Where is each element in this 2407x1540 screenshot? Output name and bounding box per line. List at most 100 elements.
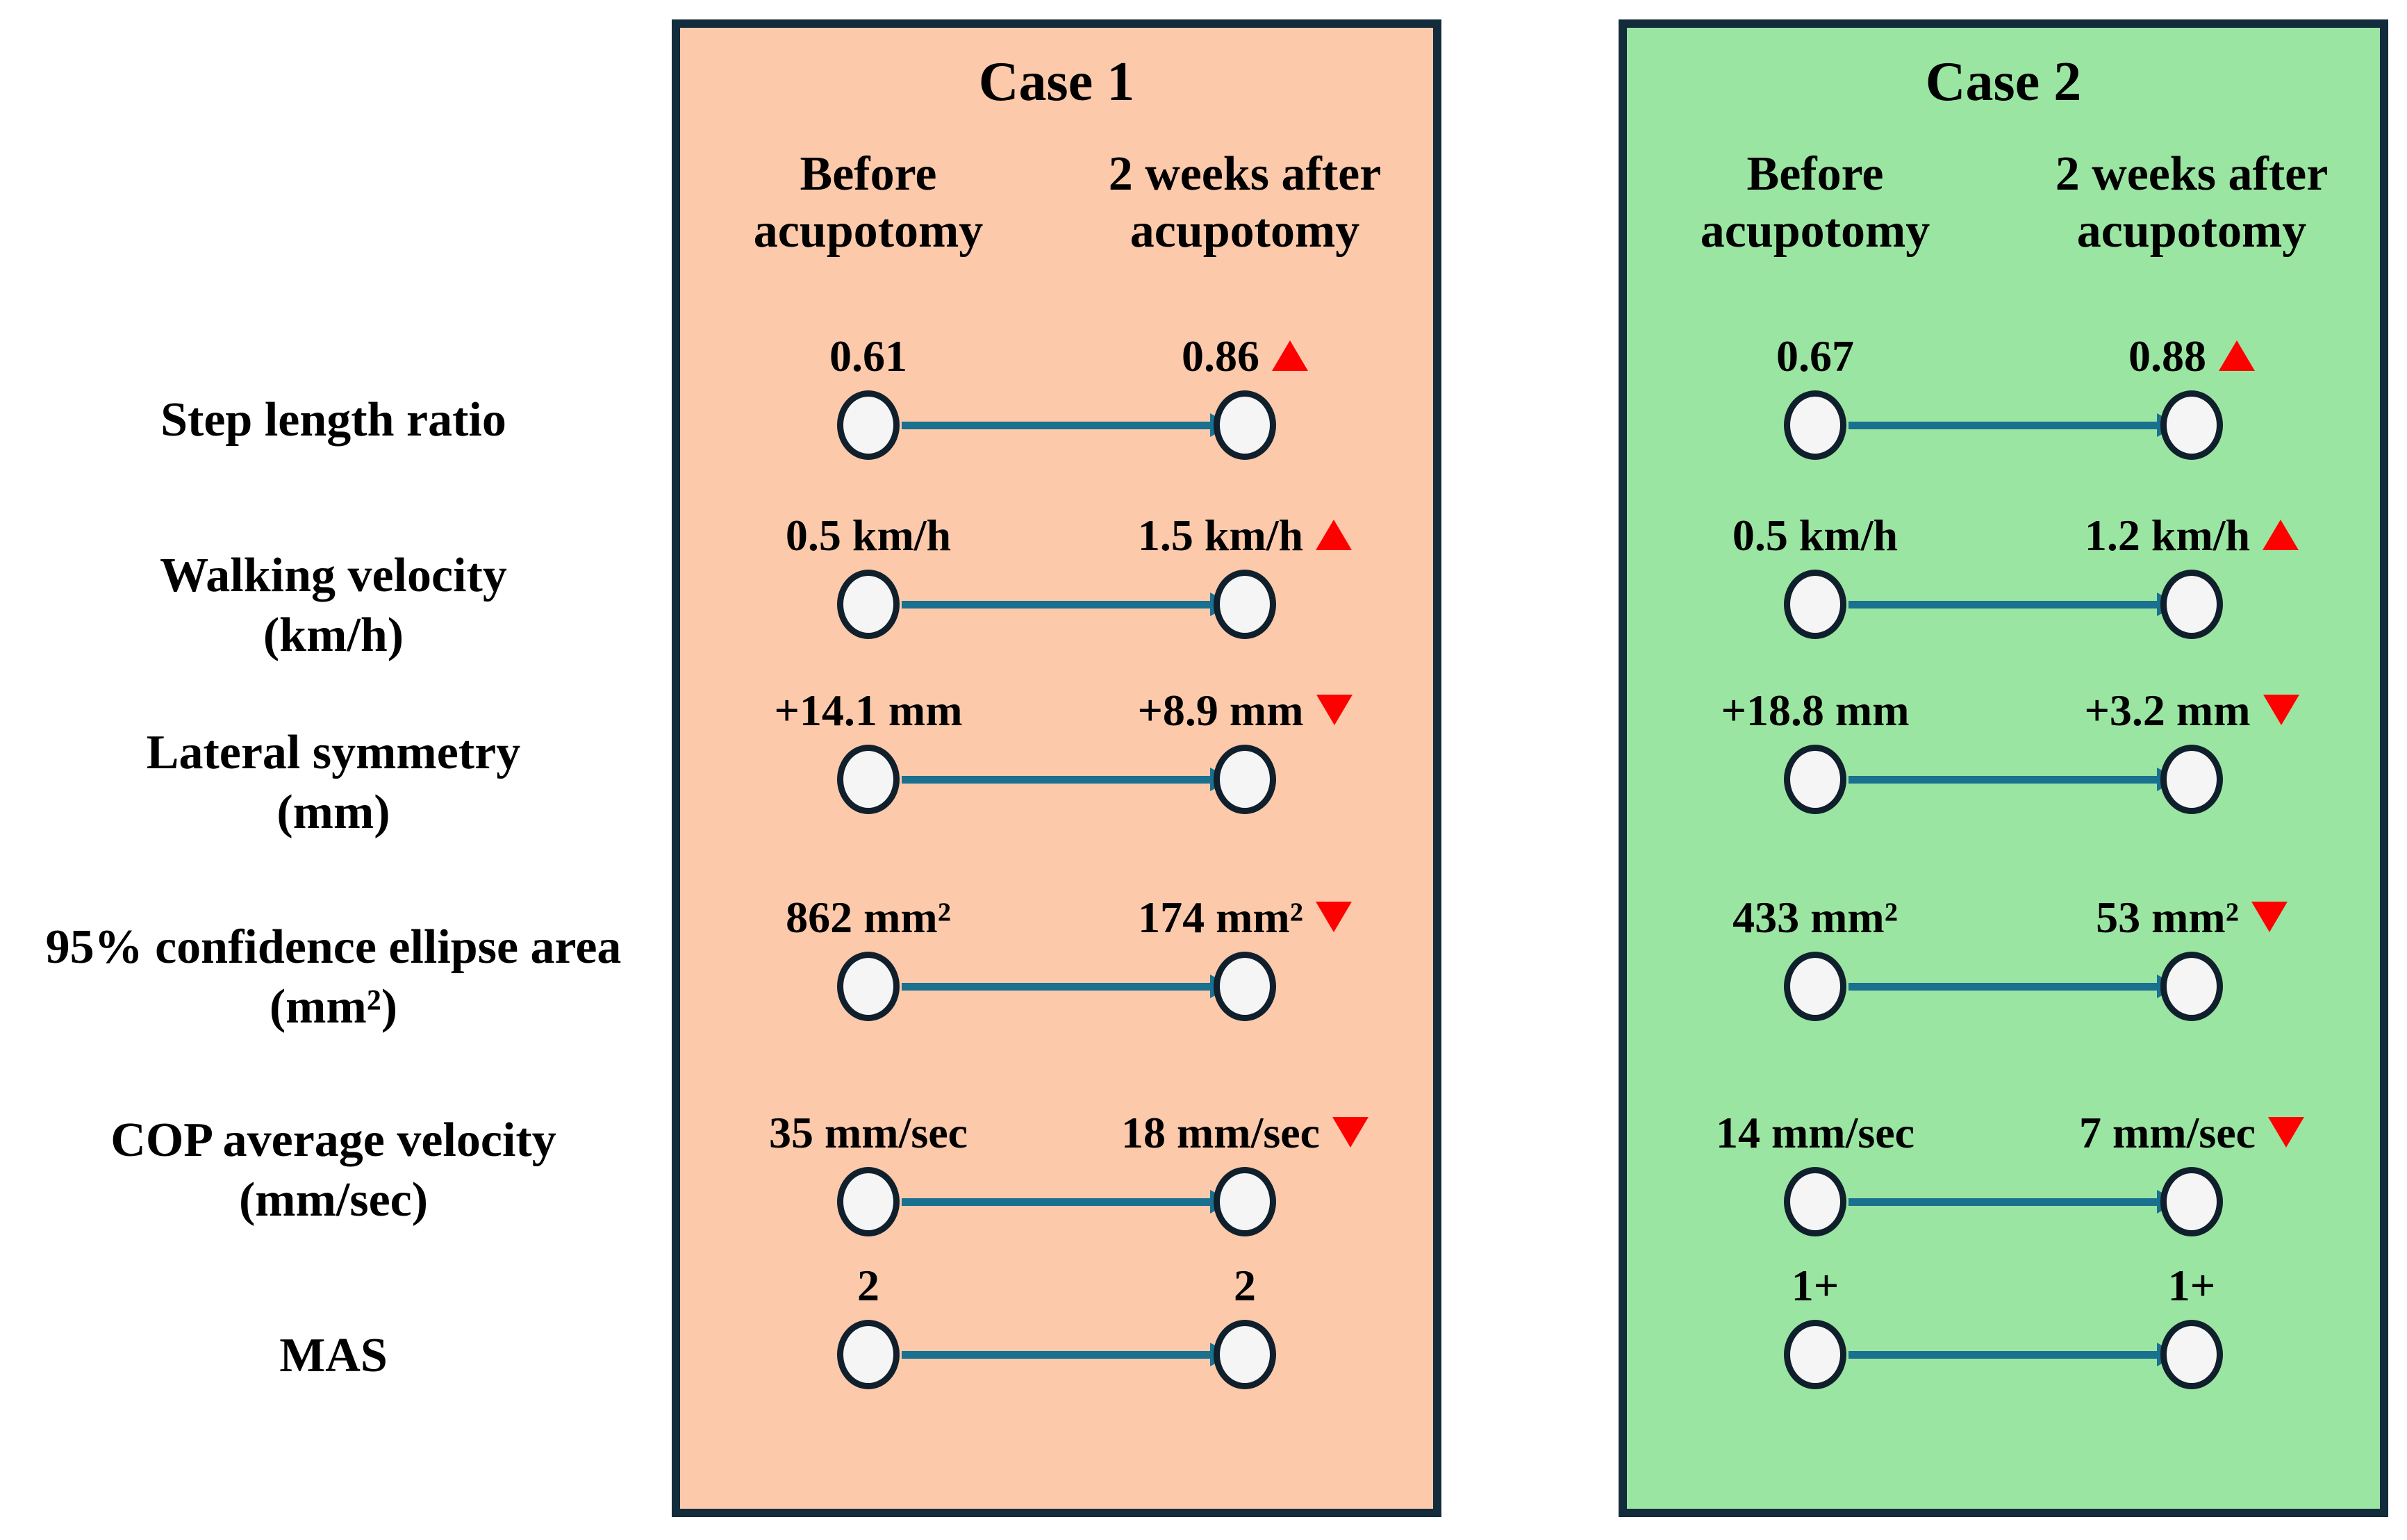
case2-title: Case 2 [1925,51,2082,113]
after-cell: 1.2 km/h [2053,508,2331,639]
data-row-mas: 1+ 1+ [1627,1259,2380,1425]
after-circle [2160,570,2223,639]
after-circle [1214,1320,1276,1389]
trend-icon [2251,902,2288,932]
before-cell: +18.8 mm [1676,684,1954,814]
data-row-mas: 2 2 [680,1259,1433,1425]
before-value: 2 [857,1261,879,1310]
before-cell: 433 mm² [1676,891,1954,1021]
before-cell: 0.5 km/h [729,508,1007,639]
metric-label-walking-velocity: Walking velocity (km/h) [160,549,507,662]
trend-icon [2263,520,2299,550]
data-row-cop-average-velocity: 35 mm/sec 18 mm/sec [680,1106,1433,1273]
data-row-lateral-symmetry: +14.1 mm +8.9 mm [680,684,1433,850]
after-value: 53 mm² [2053,891,2331,945]
before-cell: 1+ [1676,1259,1954,1389]
after-cell: 7 mm/sec [2053,1106,2331,1236]
after-value: 18 mm/sec [1106,1106,1384,1160]
after-value: 1.5 km/h [1106,508,1384,563]
data-row-walking-velocity: 0.5 km/h 1.5 km/h [680,508,1433,675]
data-row-confidence-ellipse-area: 862 mm² 174 mm² [680,891,1433,1057]
after-cell: 2 [1106,1259,1384,1389]
after-cell: 18 mm/sec [1106,1106,1384,1236]
before-circle [837,1167,900,1236]
trend-icon [1316,695,1353,725]
metric-label-step-length-ratio: Step length ratio [160,393,506,447]
after-circle [1214,1167,1276,1236]
after-value: 7 mm/sec [2053,1106,2331,1160]
before-cell: 0.67 [1676,329,1954,460]
before-circle [837,952,900,1021]
after-cell: +3.2 mm [2053,684,2331,814]
data-row-confidence-ellipse-area: 433 mm² 53 mm² [1627,891,2380,1057]
metric-label-mas: MAS [279,1329,388,1382]
trend-icon [1272,340,1308,371]
case2-after-column-header: 2 weeks after acupotomy [2055,147,2329,258]
trend-icon [2268,1117,2305,1148]
after-circle [2160,745,2223,814]
after-cell: 53 mm² [2053,891,2331,1021]
after-circle [1214,745,1276,814]
metric-label-cop-average-velocity: COP average velocity (mm/sec) [110,1113,556,1227]
after-cell: +8.9 mm [1106,684,1384,814]
before-cell: 35 mm/sec [729,1106,1007,1236]
before-circle [1784,1320,1846,1389]
after-circle [2160,952,2223,1021]
case1-title: Case 1 [978,51,1135,113]
after-cell: 174 mm² [1106,891,1384,1021]
trend-icon [1315,902,1352,932]
before-circle [1784,952,1846,1021]
data-row-lateral-symmetry: +18.8 mm +3.2 mm [1627,684,2380,850]
before-circle [837,1320,900,1389]
after-circle [1214,390,1276,460]
after-value: 1+ [2167,1261,2216,1310]
after-value: 0.88 [2053,329,2331,383]
before-value: 862 mm² [786,893,951,942]
data-row-cop-average-velocity: 14 mm/sec 7 mm/sec [1627,1106,2380,1273]
case2-panel: Case 2 Before acupotomy 2 weeks after ac… [1619,19,2388,1517]
before-value: 433 mm² [1732,893,1898,942]
case1-after-column-header: 2 weeks after acupotomy [1108,147,1382,258]
before-circle [837,390,900,460]
before-value: 0.5 km/h [1732,511,1899,560]
after-value: 1.2 km/h [2053,508,2331,563]
before-value: 0.67 [1776,331,1854,381]
after-value: 174 mm² [1106,891,1384,945]
trend-icon [1332,1117,1369,1148]
after-cell: 1.5 km/h [1106,508,1384,639]
before-circle [1784,1167,1846,1236]
before-value: +18.8 mm [1721,686,1910,735]
before-cell: 14 mm/sec [1676,1106,1954,1236]
after-value: +8.9 mm [1106,684,1384,738]
after-circle [1214,952,1276,1021]
before-cell: 2 [729,1259,1007,1389]
before-circle [837,745,900,814]
after-circle [1214,570,1276,639]
before-cell: +14.1 mm [729,684,1007,814]
metric-labels: Step length ratio Walking velocity (km/h… [0,0,667,1540]
after-circle [2160,1320,2223,1389]
before-cell: 0.61 [729,329,1007,460]
after-cell: 1+ [2053,1259,2331,1389]
before-value: 0.61 [829,331,907,381]
after-value: 0.86 [1106,329,1384,383]
after-circle [2160,390,2223,460]
before-circle [1784,570,1846,639]
before-circle [837,570,900,639]
before-value: +14.1 mm [774,686,963,735]
before-circle [1784,745,1846,814]
case1-before-column-header: Before acupotomy [753,147,984,258]
metric-label-lateral-symmetry: Lateral symmetry (mm) [146,726,521,839]
before-value: 1+ [1791,1261,1839,1310]
metric-label-confidence-ellipse-area: 95% confidence ellipse area (mm²) [45,920,622,1034]
case2-before-column-header: Before acupotomy [1700,147,1930,258]
trend-icon [2219,340,2255,371]
after-circle [2160,1167,2223,1236]
trend-icon [2263,695,2299,725]
before-value: 35 mm/sec [768,1108,968,1157]
after-value: 2 [1234,1261,1256,1310]
trend-icon [1316,520,1353,550]
before-value: 0.5 km/h [785,511,952,560]
data-row-walking-velocity: 0.5 km/h 1.2 km/h [1627,508,2380,675]
after-value: +3.2 mm [2053,684,2331,738]
